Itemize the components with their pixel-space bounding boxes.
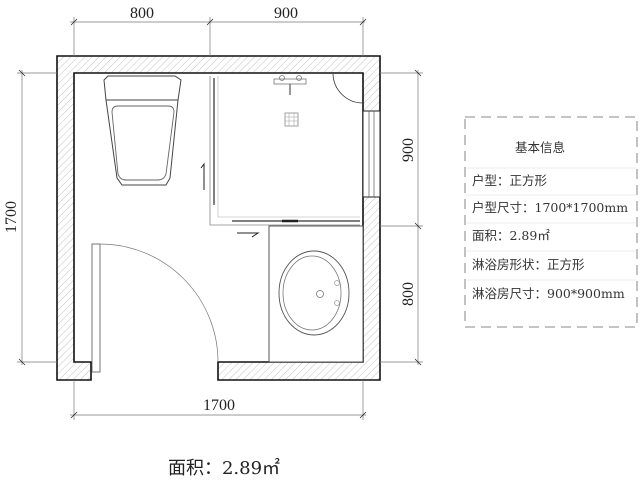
dim-top-left: 800 — [130, 5, 154, 22]
info-row: 户型：正方形 — [472, 173, 548, 188]
area-label: 面积：2.89㎡ — [168, 457, 280, 479]
toilet-icon — [103, 75, 182, 186]
info-title: 基本信息 — [515, 140, 565, 155]
shower-faucet-icon — [273, 75, 307, 95]
dim-right-bottom: 800 — [400, 282, 417, 306]
door — [91, 243, 219, 373]
dim-right-top: 900 — [400, 138, 417, 162]
info-row: 面积：2.89㎡ — [472, 228, 550, 243]
vanity-basin — [268, 225, 364, 363]
floor-drain-icon — [284, 112, 299, 127]
info-row: 淋浴房尺寸：900*900mm — [472, 286, 625, 301]
info-box: 基本信息 户型：正方形 户型尺寸：1700*1700mm 面积：2.89㎡ 淋浴… — [464, 116, 638, 328]
shower-enclosure — [200, 73, 363, 238]
info-row: 淋浴房形状：正方形 — [472, 257, 585, 272]
dimension-lines — [17, 17, 423, 420]
dim-bottom: 1700 — [203, 397, 235, 414]
dim-left: 1700 — [3, 201, 20, 233]
info-row: 户型尺寸：1700*1700mm — [472, 200, 628, 215]
walls — [56, 55, 381, 381]
window — [362, 110, 381, 198]
dim-top-right: 900 — [274, 5, 298, 22]
